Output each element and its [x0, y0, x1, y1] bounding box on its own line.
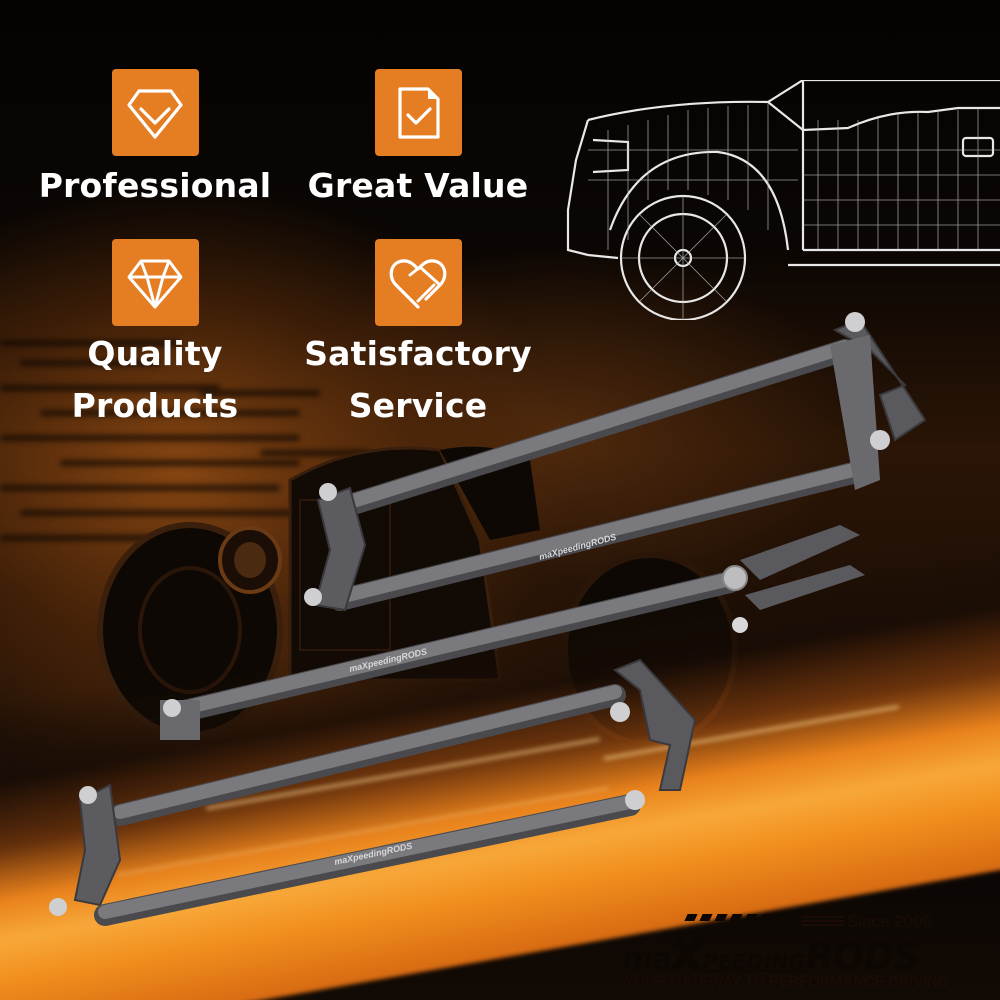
feature-icon-box	[374, 69, 462, 156]
diamond-icon	[127, 259, 183, 308]
checkered-flag-decoration	[684, 914, 773, 921]
feature-icon-box	[111, 239, 199, 326]
document-check-icon	[398, 86, 440, 139]
brand-tagline: YOUR GATEWAY TO PERFORMANCE DRIVING	[624, 972, 950, 991]
blurred-trees-background	[0, 330, 560, 590]
feature-quality-products: Quality Products	[40, 239, 270, 432]
feature-label: Quality Products	[71, 334, 239, 425]
brand-wordmark: maXPEEDINGRODS	[622, 928, 920, 982]
feature-great-value: Great Value	[303, 69, 533, 212]
feature-professional: Professional	[38, 69, 272, 212]
feature-icon-box	[111, 69, 199, 156]
gem-check-icon	[127, 88, 183, 139]
since-year: Since 2006	[846, 912, 932, 931]
rod-set-2	[160, 525, 865, 740]
feature-icon-box	[374, 239, 462, 326]
rod-set-3	[49, 658, 697, 926]
truck-wireframe-illustration	[566, 80, 1000, 320]
feature-label: Great Value	[307, 166, 529, 205]
feature-satisfactory-service: Satisfactory Service	[303, 239, 533, 432]
feature-label: Satisfactory Service	[304, 334, 532, 425]
handshake-heart-icon	[389, 258, 447, 309]
feature-label: Professional	[38, 166, 272, 205]
rod-set-1	[304, 312, 927, 612]
speed-lines-decoration	[802, 916, 844, 930]
brand-logo: Since 2006 maXPEEDINGRODS YOUR GATEWAY T…	[620, 912, 960, 992]
